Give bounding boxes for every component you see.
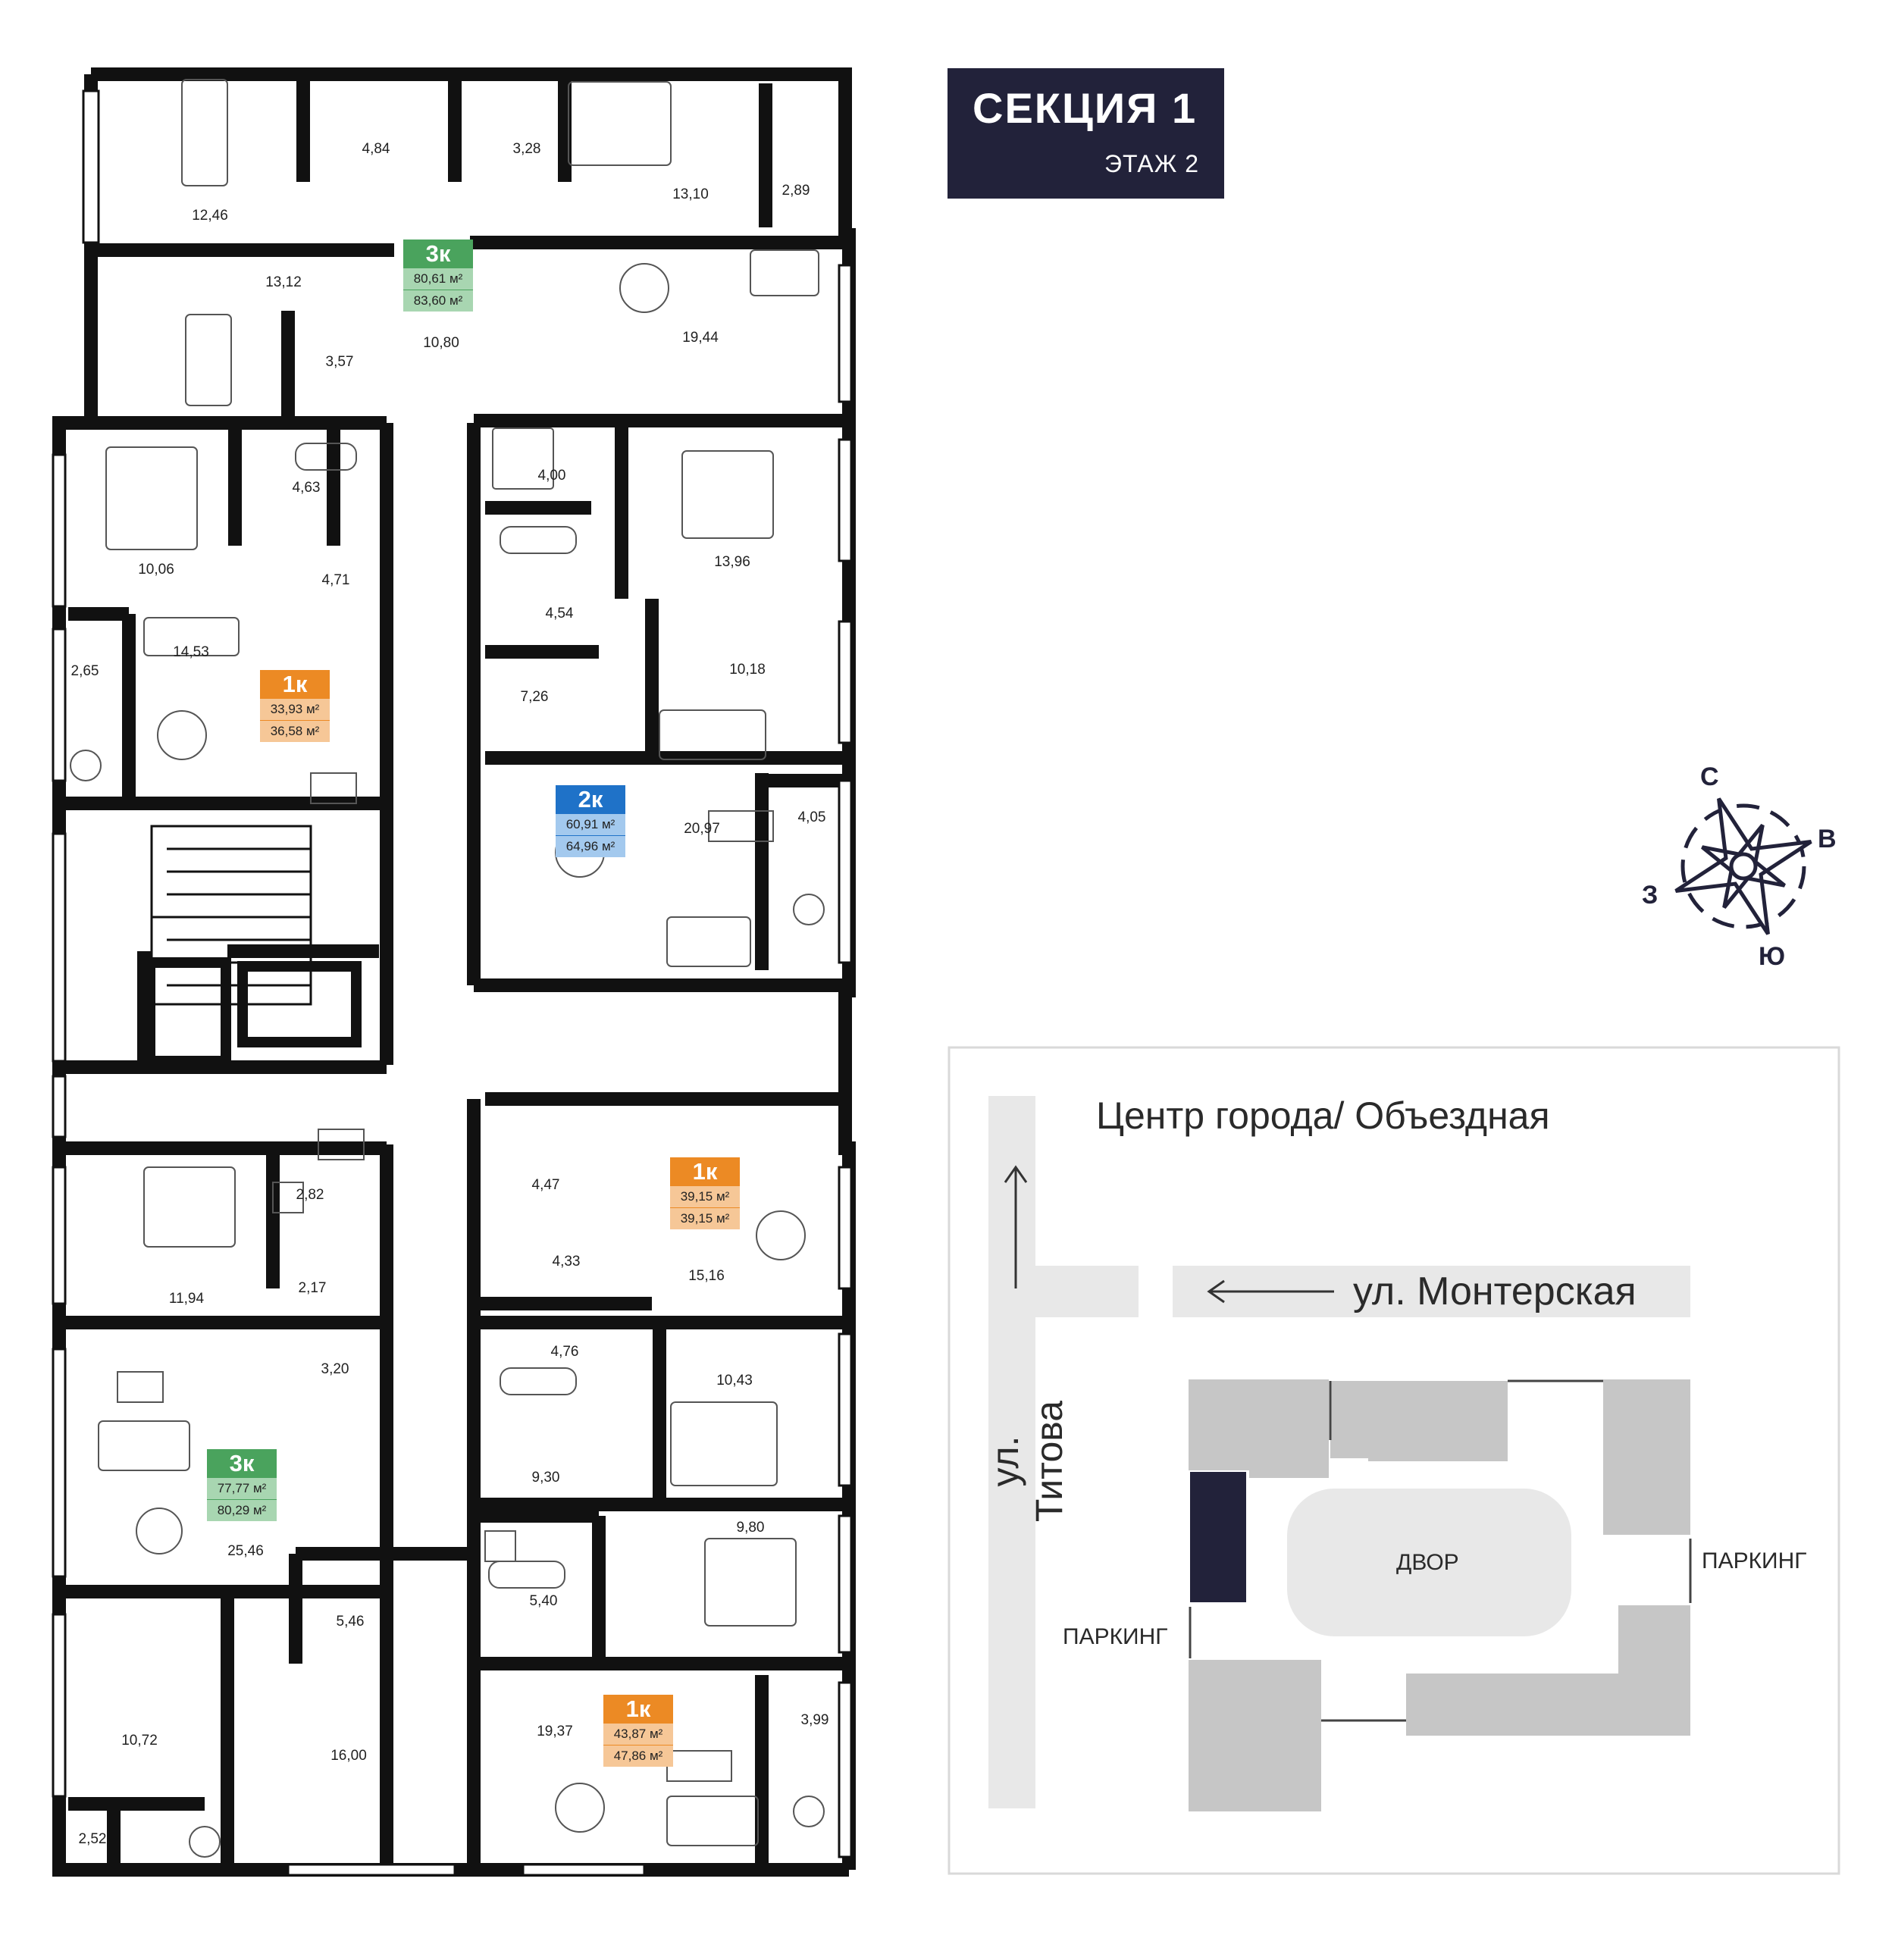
compass-north: С — [1700, 762, 1719, 791]
compass-icon — [1674, 797, 1812, 935]
room-area: 9,30 — [532, 1470, 560, 1486]
room-area: 11,94 — [169, 1291, 205, 1307]
living-area: 80,61 м² — [403, 268, 473, 290]
arrow-up-icon — [1004, 1165, 1028, 1288]
street-monterskaya-label: ул. Монтерская — [1353, 1270, 1637, 1313]
room-area: 13,96 — [714, 554, 750, 570]
room-area: 5,46 — [337, 1614, 365, 1630]
street-titova-label: ул. Титова — [984, 1400, 1070, 1523]
compass-west: З — [1642, 881, 1659, 910]
building-block — [1406, 1674, 1690, 1736]
room-area: 10,43 — [716, 1373, 753, 1389]
room-areas: 12,46 4,84 3,28 13,10 2,89 13,12 3,57 10… — [71, 141, 829, 1847]
total-area: 47,86 м² — [603, 1745, 673, 1767]
parking-left-label: ПАРКИНГ — [1063, 1624, 1168, 1649]
room-area: 13,10 — [672, 186, 709, 202]
apartment-badge[interactable]: 1к 33,93 м² 36,58 м² — [260, 670, 330, 742]
living-area: 33,93 м² — [260, 699, 330, 720]
room-area: 4,71 — [322, 572, 350, 588]
room-area: 2,89 — [782, 183, 810, 199]
total-area: 83,60 м² — [403, 290, 473, 312]
room-area: 19,44 — [682, 330, 719, 346]
room-area: 5,40 — [530, 1593, 558, 1609]
apartment-type: 1к — [670, 1157, 740, 1186]
apartment-type: 3к — [403, 240, 473, 268]
room-area: 2,17 — [299, 1280, 327, 1296]
road-titova — [988, 1096, 1035, 1808]
apartment-badge[interactable]: 3к 80,61 м² 83,60 м² — [403, 240, 473, 312]
living-area: 43,87 м² — [603, 1724, 673, 1745]
building-block — [1603, 1379, 1690, 1535]
apartment-type: 1к — [603, 1695, 673, 1724]
total-area: 64,96 м² — [556, 835, 625, 857]
room-area: 13,12 — [265, 274, 302, 290]
floor-label: ЭТАЖ 2 — [1104, 150, 1199, 177]
current-section-block — [1190, 1472, 1246, 1602]
compass-east: В — [1818, 825, 1837, 853]
room-area: 10,72 — [121, 1733, 158, 1749]
room-area: 10,80 — [423, 335, 459, 351]
furniture — [70, 79, 825, 1858]
map-destination: Центр города/ Объездная — [1096, 1094, 1550, 1137]
apartment-badge[interactable]: 2к 60,91 м² 64,96 м² — [556, 785, 625, 857]
room-area: 2,52 — [79, 1831, 107, 1847]
room-area: 25,46 — [227, 1543, 264, 1559]
building-walls — [52, 67, 856, 1877]
room-area: 4,76 — [551, 1344, 579, 1360]
room-area: 4,33 — [553, 1254, 581, 1270]
section-title: СЕКЦИЯ 1 — [973, 84, 1198, 132]
room-area: 10,18 — [729, 662, 766, 678]
building-block — [1249, 1379, 1329, 1478]
room-area: 4,84 — [362, 141, 390, 157]
courtyard — [1287, 1489, 1571, 1636]
building-block — [1189, 1660, 1321, 1811]
apartment-badge[interactable]: 1к 39,15 м² 39,15 м² — [670, 1157, 740, 1229]
apartment-badge[interactable]: 1к 43,87 м² 47,86 м² — [603, 1695, 673, 1767]
room-area: 9,80 — [737, 1520, 765, 1536]
room-area: 15,16 — [688, 1268, 725, 1284]
section-header: СЕКЦИЯ 1 ЭТАЖ 2 — [948, 68, 1224, 199]
apartment-type: 2к — [556, 785, 625, 814]
living-area: 60,91 м² — [556, 814, 625, 835]
room-area: 4,54 — [546, 606, 574, 622]
apartment-badge[interactable]: 3к 77,77 м² 80,29 м² — [207, 1449, 277, 1521]
arrow-left-icon — [1207, 1279, 1334, 1304]
room-area: 2,65 — [71, 663, 99, 679]
windows — [52, 89, 853, 1877]
compass-south: Ю — [1759, 942, 1786, 971]
stairwell — [145, 825, 362, 1066]
room-area: 20,97 — [684, 821, 720, 837]
room-area: 14,53 — [173, 644, 209, 660]
living-area: 77,77 м² — [207, 1478, 277, 1499]
room-area: 4,63 — [293, 480, 321, 496]
room-area: 12,46 — [192, 208, 228, 224]
room-area: 3,57 — [326, 354, 354, 370]
yard-label: ДВОР — [1396, 1550, 1459, 1575]
room-area: 3,99 — [801, 1712, 829, 1728]
total-area: 39,15 м² — [670, 1207, 740, 1229]
apartment-type: 3к — [207, 1449, 277, 1478]
apartment-type: 1к — [260, 670, 330, 699]
total-area: 36,58 м² — [260, 720, 330, 742]
room-area: 16,00 — [330, 1748, 367, 1764]
location-map — [948, 1046, 1840, 1875]
room-area: 4,47 — [532, 1177, 560, 1193]
room-area: 10,06 — [138, 562, 174, 578]
room-area: 4,00 — [538, 468, 566, 484]
room-area: 4,05 — [798, 809, 826, 825]
parking-right-label: ПАРКИНГ — [1702, 1548, 1807, 1573]
room-area: 7,26 — [521, 689, 549, 705]
room-area: 3,28 — [513, 141, 541, 157]
room-area: 3,20 — [321, 1361, 349, 1377]
room-area: 19,37 — [537, 1724, 573, 1739]
living-area: 39,15 м² — [670, 1186, 740, 1207]
total-area: 80,29 м² — [207, 1499, 277, 1521]
room-area: 2,82 — [296, 1187, 324, 1203]
